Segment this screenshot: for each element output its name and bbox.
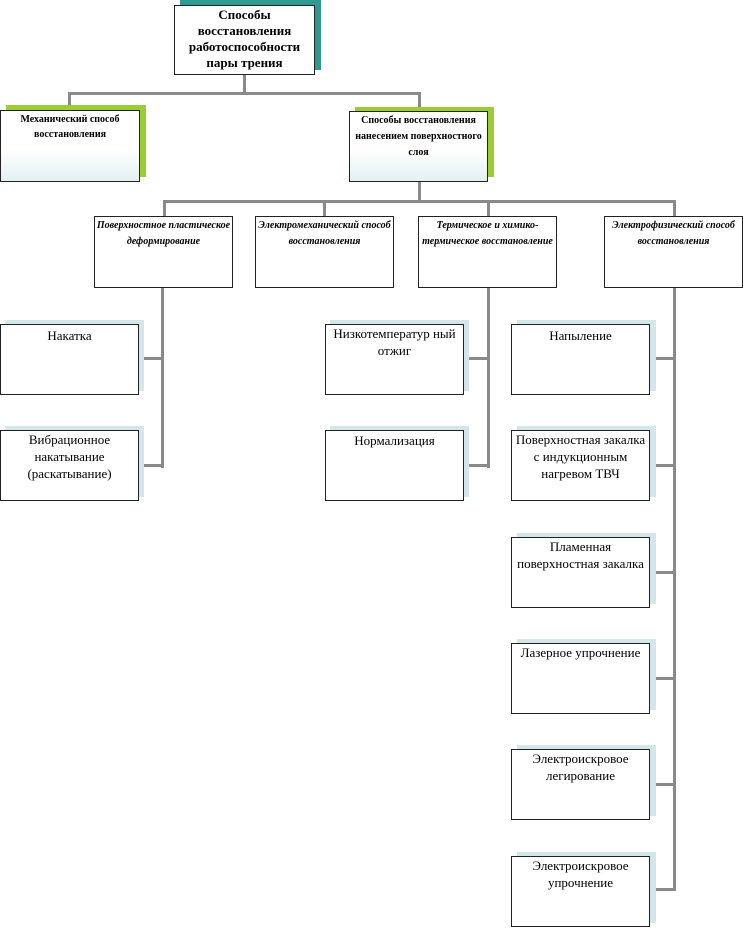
vibro-label: Вибрационное накатывание (раскатывание)	[27, 432, 112, 481]
normalization-label: Нормализация	[354, 433, 435, 448]
lowtemp-label: Низкотемператур ный отжиг	[333, 326, 456, 358]
electrophys-node: Электрофизический способ восстановления	[604, 216, 743, 288]
knurling-label: Накатка	[47, 328, 92, 343]
connector-to-coating	[418, 92, 421, 111]
spark-alloy-label: Электроискровое легирование	[532, 751, 629, 783]
electromech-node: Электромеханический способ восстановлени…	[255, 216, 394, 288]
plastic-node: Поверхностное пластическое деформировани…	[94, 216, 233, 288]
plastic-label: Поверхностное пластическое деформировани…	[96, 220, 231, 247]
connector-level1-bar	[68, 92, 421, 95]
thermal-label: Термическое и химико-термическое восстан…	[422, 220, 553, 247]
connector-to-vibro	[140, 464, 164, 467]
connector-to-spark-alloy	[651, 783, 676, 786]
connector-level2-bar	[163, 200, 676, 203]
connector-to-spraying	[651, 357, 676, 360]
connector-plastic-trunk	[161, 288, 164, 468]
hfq-label: Поверхностная закалка с индукционным наг…	[515, 432, 646, 481]
mechanical-node: Механический способ восстановления	[0, 110, 140, 182]
connector-to-lowtemp	[465, 357, 490, 360]
laser-label: Лазерное упрочнение	[520, 645, 641, 660]
connector-to-flame	[651, 571, 676, 574]
connector-to-electrophys	[673, 200, 676, 217]
connector-to-knurling	[140, 357, 164, 360]
vibro-node: Вибрационное накатывание (раскатывание)	[0, 430, 139, 501]
connector-thermal-trunk	[487, 288, 490, 468]
connector-root-down	[243, 74, 246, 94]
flame-label: Пламенная поверхностная закалка	[517, 539, 644, 571]
connector-to-thermal	[487, 200, 490, 217]
flame-node: Пламенная поверхностная закалка	[511, 537, 650, 608]
spark-harden-label: Электроискровое упрочнение	[532, 858, 629, 890]
coating-node: Способы восстановления нанесением поверх…	[349, 111, 488, 182]
thermal-node: Термическое и химико-термическое восстан…	[418, 216, 557, 288]
connector-to-normalization	[465, 464, 490, 467]
spraying-node: Напыление	[511, 324, 650, 395]
root-label: Способы восстановления работоспособности…	[188, 7, 301, 70]
laser-node: Лазерное упрочнение	[511, 643, 650, 714]
mechanical-label: Механический способ восстановления	[20, 114, 120, 140]
root-node: Способы восстановления работоспособности…	[174, 5, 315, 75]
connector-to-spark-harden	[651, 888, 676, 891]
electrophys-label: Электрофизический способ восстановления	[612, 220, 735, 247]
connector-coating-down	[418, 182, 421, 202]
spraying-label: Напыление	[549, 328, 612, 343]
connector-electrophys-trunk	[673, 288, 676, 891]
normalization-node: Нормализация	[325, 430, 464, 501]
lowtemp-node: Низкотемператур ный отжиг	[325, 324, 464, 395]
knurling-node: Накатка	[0, 324, 139, 395]
connector-to-electromech	[323, 200, 326, 217]
hfq-node: Поверхностная закалка с индукционным наг…	[511, 430, 650, 501]
spark-alloy-node: Электроискровое легирование	[511, 749, 650, 820]
connector-to-plastic	[163, 200, 166, 217]
electromech-label: Электромеханический способ восстановлени…	[258, 220, 391, 247]
spark-harden-node: Электроискровое упрочнение	[511, 856, 650, 927]
connector-to-mechanical	[68, 92, 71, 109]
connector-to-laser	[651, 677, 676, 680]
coating-label: Способы восстановления нанесением поверх…	[355, 115, 482, 158]
connector-to-hfq	[651, 464, 676, 467]
